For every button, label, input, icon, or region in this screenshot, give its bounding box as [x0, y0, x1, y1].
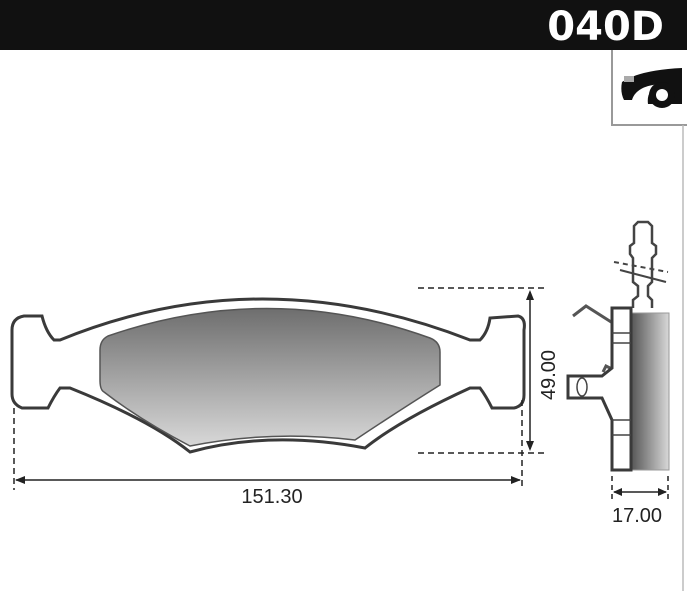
position-box: [611, 50, 687, 126]
friction-side: [630, 312, 670, 471]
thickness-label: 17.00: [612, 505, 662, 527]
part-code: 040D: [547, 4, 664, 50]
pad-front-view: [10, 297, 526, 454]
backing-plate-side: [566, 306, 633, 472]
height-dimension: [418, 287, 548, 454]
car-front-axle-icon: [621, 68, 682, 108]
friction-material: [99, 307, 441, 447]
pad-side-view: [566, 220, 670, 472]
header-bar: [0, 0, 687, 50]
width-dimension: [13, 400, 523, 490]
width-label: 151.30: [241, 486, 302, 508]
thickness-dimension: [611, 476, 669, 500]
height-label: 49.00: [538, 350, 560, 400]
wear-sensor-clip: [628, 220, 658, 308]
